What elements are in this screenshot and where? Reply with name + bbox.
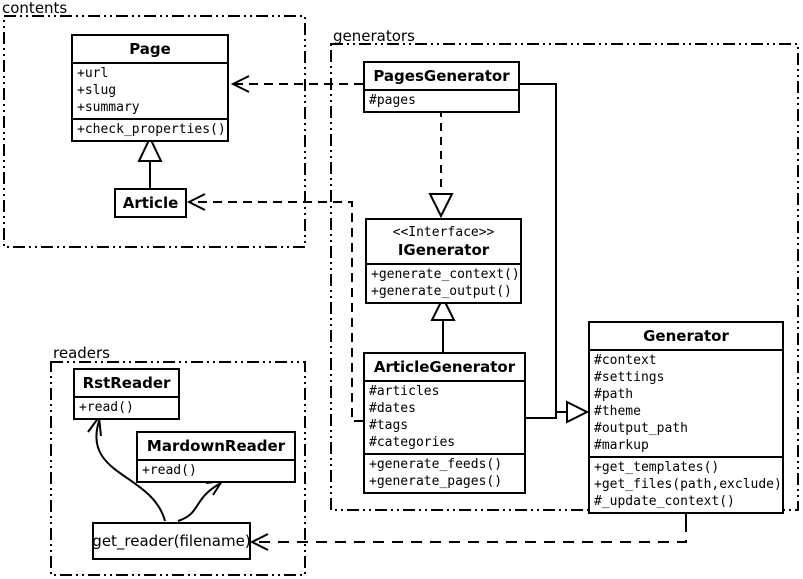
class-pagesgenerator-title: PagesGenerator [373, 67, 510, 85]
class-articlegenerator-methods: +generate_feeds() +generate_pages() [365, 453, 524, 492]
edge-realization-pagesgenerator-to-igenerator [428, 109, 454, 219]
function-get-reader-label: get_reader(filename) [92, 532, 251, 550]
class-igenerator-stereotype: <<Interface>> [392, 225, 495, 240]
attribute: #theme [594, 404, 641, 419]
attribute: #context [594, 353, 657, 368]
attribute: #tags [369, 418, 409, 433]
package-contents-label: contents [2, 0, 68, 17]
package-generators-border [330, 43, 799, 511]
package-readers-label: readers [53, 344, 110, 362]
package-readers-border [50, 361, 306, 576]
class-page: Page +url +slug +summary +check_properti… [71, 34, 229, 142]
class-articlegenerator-attributes: #articles #dates #tags #categories [365, 380, 524, 453]
class-page-title: Page [129, 40, 171, 58]
function-get-reader: get_reader(filename) [92, 522, 251, 560]
attribute: #settings [594, 370, 665, 385]
class-page-methods: +check_properties() [73, 118, 227, 140]
method: +check_properties() [77, 122, 226, 137]
attribute: #path [594, 387, 634, 402]
class-rstreader-methods: +read() [75, 396, 178, 418]
package-contents-border [3, 15, 306, 248]
package-generators-label: generators [333, 27, 415, 45]
class-generator-methods: +get_templates() +get_files(path,exclude… [590, 456, 782, 512]
edge-dependency-pagesgenerator-to-page [230, 75, 363, 93]
attribute: #pages [369, 93, 416, 108]
method: +generate_feeds() [369, 457, 503, 472]
class-generator-title: Generator [643, 327, 729, 345]
method: +get_templates() [594, 460, 720, 475]
method: #_update_context() [594, 494, 735, 509]
method: +read() [79, 400, 134, 415]
class-articlegenerator: ArticleGenerator #articles #dates #tags … [363, 352, 526, 494]
class-markdownreader-methods: +read() [138, 459, 294, 481]
attribute: +summary [77, 100, 140, 115]
method: +generate_output() [371, 284, 512, 299]
attribute: #output_path [594, 421, 688, 436]
class-markdownreader-title: MardownReader [146, 437, 286, 455]
edge-inheritance-articlegenerator-to-igenerator [430, 295, 456, 352]
method: +get_files(path,exclude) [594, 477, 782, 492]
edge-inheritance-generators-to-generator [520, 83, 590, 424]
class-generator-attributes: #context #settings #path #theme #output_… [590, 349, 782, 456]
class-articlegenerator-title: ArticleGenerator [373, 358, 516, 376]
attribute: #categories [369, 435, 456, 450]
attribute: #markup [594, 438, 649, 453]
class-igenerator-name: IGenerator [397, 241, 490, 259]
class-rstreader-title: RstReader [82, 374, 171, 392]
method: +generate_context() [371, 267, 520, 282]
edge-getreader-to-markdownreader [177, 479, 224, 522]
class-article: Article [114, 188, 187, 218]
class-article-title: Article [122, 194, 179, 212]
class-pagesgenerator-attributes: #pages [365, 89, 518, 111]
class-igenerator-methods: +generate_context() +generate_output() [367, 263, 520, 302]
class-igenerator-title: <<Interface>> IGenerator [367, 220, 520, 263]
edge-inheritance-article-to-page [137, 135, 163, 188]
class-generator: Generator #context #settings #path #them… [588, 321, 784, 514]
class-markdownreader: MardownReader +read() [136, 431, 296, 483]
edge-dependency-articlegenerator-to-article [186, 193, 363, 422]
attribute: +url [77, 66, 109, 81]
attribute: +slug [77, 83, 117, 98]
attribute: #dates [369, 401, 416, 416]
class-rstreader: RstReader +read() [73, 368, 180, 420]
class-pagesgenerator: PagesGenerator #pages [363, 61, 520, 113]
class-igenerator: <<Interface>> IGenerator +generate_conte… [365, 218, 522, 304]
method: +generate_pages() [369, 474, 503, 489]
class-page-attributes: +url +slug +summary [73, 62, 227, 118]
attribute: #articles [369, 384, 440, 399]
method: +read() [142, 463, 197, 478]
